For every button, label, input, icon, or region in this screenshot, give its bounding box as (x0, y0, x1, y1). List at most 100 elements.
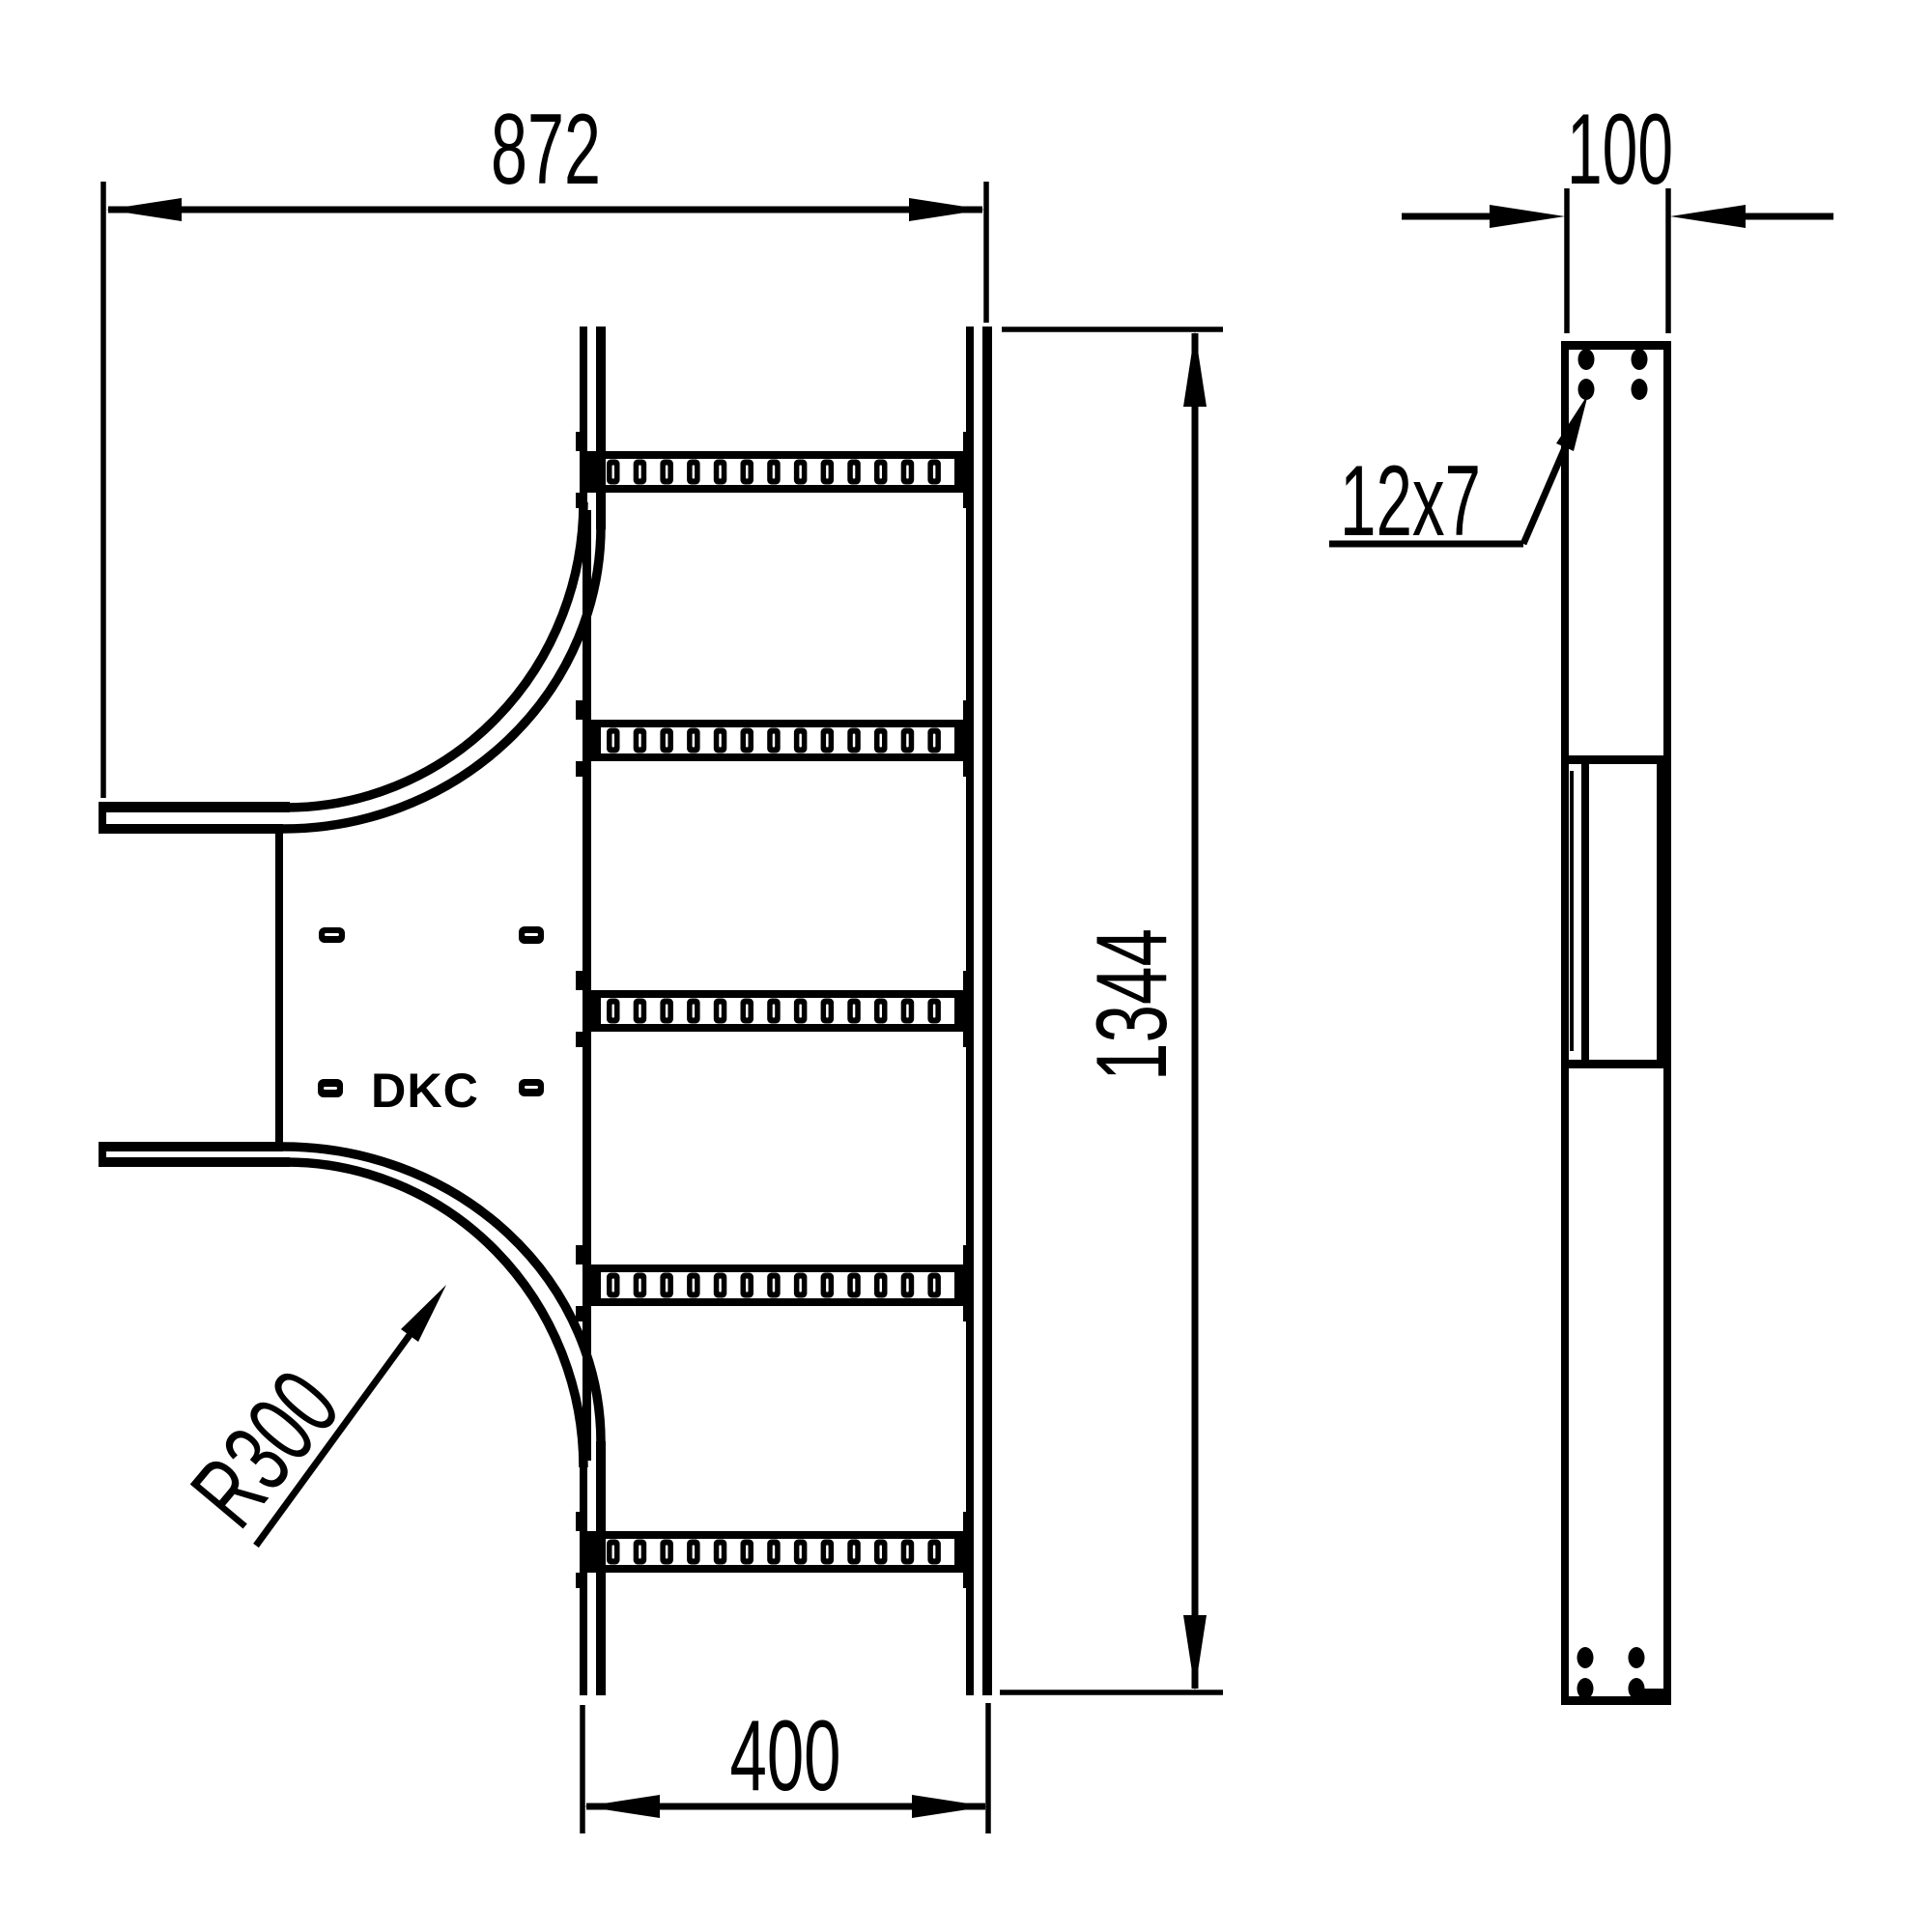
dim-1344-text: 1344 (1076, 928, 1188, 1081)
dim-100: 100 (1402, 94, 1833, 333)
joint-bottom-line (1561, 1060, 1671, 1068)
rung-slot-slit (772, 1545, 776, 1559)
rung-end-cap (954, 1531, 968, 1573)
joint-inner-right-line (1657, 759, 1664, 1066)
lower-curve-outer (285, 1157, 588, 1468)
dim-100-arrow-left (1490, 205, 1565, 228)
rung-slot-slit (799, 733, 802, 748)
rung-slot-slit (772, 1004, 776, 1018)
rung-tab (576, 1245, 583, 1264)
plate-slot-slit (325, 933, 339, 936)
rung-slot-slit (826, 465, 829, 479)
rung-slot-slit (932, 1545, 936, 1559)
side-bottom-step (1642, 1689, 1663, 1697)
rung-tab (963, 1512, 971, 1531)
rung-slot-slit (746, 1004, 749, 1018)
rung-end-cap (954, 1264, 968, 1306)
left-rail-middle (582, 510, 591, 1461)
side-hole (1577, 379, 1595, 400)
rung-tab (576, 971, 583, 990)
dim-100-arrow-right (1670, 205, 1746, 228)
side-holes (1577, 349, 1648, 1699)
rung-bottom-line (587, 1298, 968, 1306)
rung-bottom-line (587, 485, 968, 493)
radius-leader-arrow (401, 1285, 446, 1342)
dim-400: 400 (580, 1700, 991, 1833)
plate-slots (318, 926, 544, 1097)
rung-slot-slit (639, 1004, 641, 1018)
hole-size-label: 12x7 (1340, 445, 1481, 557)
joint-top-line (1561, 755, 1671, 764)
side-hole (1577, 1647, 1594, 1668)
side-hole (1628, 1647, 1645, 1668)
dim-1344: 1344 (1000, 327, 1223, 1695)
hole-callout: 12x7 (1329, 394, 1588, 557)
side-bottom-edge (1561, 1696, 1671, 1705)
rung-bottom-line (587, 1565, 968, 1573)
rung-tab (963, 1245, 971, 1264)
top-flange-inner-line (99, 824, 283, 834)
rung-slot-slit (852, 733, 856, 748)
rung-slot-slit (906, 465, 909, 479)
rung-slot-slit (879, 733, 882, 748)
rung-bottom-line (587, 1024, 968, 1032)
branch-flanges (99, 802, 290, 1167)
rung-end-cap (587, 720, 601, 761)
plate-slot-slit (525, 1086, 538, 1089)
rung-slot-slit (639, 733, 641, 748)
rung-end-cap (587, 1264, 601, 1306)
rung-slot-slit (932, 465, 936, 479)
rung-end-cap (587, 990, 601, 1032)
rung-slot-slit (906, 733, 909, 748)
rung-top-line (587, 451, 968, 459)
hole-callout-arrow (1556, 394, 1588, 451)
rung-slot-slit (692, 1545, 696, 1559)
dim-1344-arrow-bottom (1183, 1615, 1207, 1690)
side-hole (1628, 1678, 1645, 1699)
rung-slot-slit (665, 733, 668, 748)
brand-logo: DKC (371, 1064, 479, 1118)
rung-top-line (587, 990, 968, 998)
plate-slot-slit (525, 933, 538, 936)
side-hole (1577, 349, 1595, 370)
side-left-edge (1561, 341, 1569, 1705)
rung-slot-slit (772, 1278, 776, 1293)
rung-slot-slit (826, 1278, 829, 1293)
rung-slot-slit (692, 733, 696, 748)
dim-1344-arrow-top (1183, 331, 1207, 407)
dim-100-text: 100 (1567, 94, 1673, 206)
rung-slot-slit (719, 1545, 722, 1559)
rung-slot-slit (826, 1545, 829, 1559)
rung-slot-slit (639, 465, 641, 479)
lower-curve-inner (282, 1142, 606, 1443)
top-flange-outer-line (99, 802, 290, 812)
rung-slot-slit (772, 733, 776, 748)
right-rail-outer (982, 327, 992, 1695)
rung-slot-slit (932, 733, 936, 748)
rung-slot-slit (665, 465, 668, 479)
rung-slot-slit (799, 1278, 802, 1293)
rung-tab (576, 432, 583, 451)
rung-slot-slit (611, 1545, 614, 1559)
rung-slot-slit (746, 733, 749, 748)
rung-end-cap (954, 990, 968, 1032)
rung-slot-slit (879, 465, 882, 479)
rung-tab (963, 1306, 971, 1321)
rung-slot-slit (906, 1278, 909, 1293)
side-hole (1631, 349, 1648, 370)
rung-slot-slit (692, 465, 696, 479)
radius-callout: R300 (171, 1285, 446, 1548)
left-rail-outer-top (580, 327, 587, 512)
side-outline (1561, 341, 1671, 1705)
radius-label: R300 (171, 1350, 361, 1547)
side-joint (1561, 755, 1671, 1068)
rung-slot-slit (611, 1278, 614, 1293)
rung-tab (576, 1306, 583, 1321)
side-hole (1631, 379, 1648, 400)
rung-tab (963, 1573, 971, 1588)
rung-slot-slit (719, 1278, 722, 1293)
rung-slot-slit (799, 1545, 802, 1559)
rung-slot-slit (719, 733, 722, 748)
